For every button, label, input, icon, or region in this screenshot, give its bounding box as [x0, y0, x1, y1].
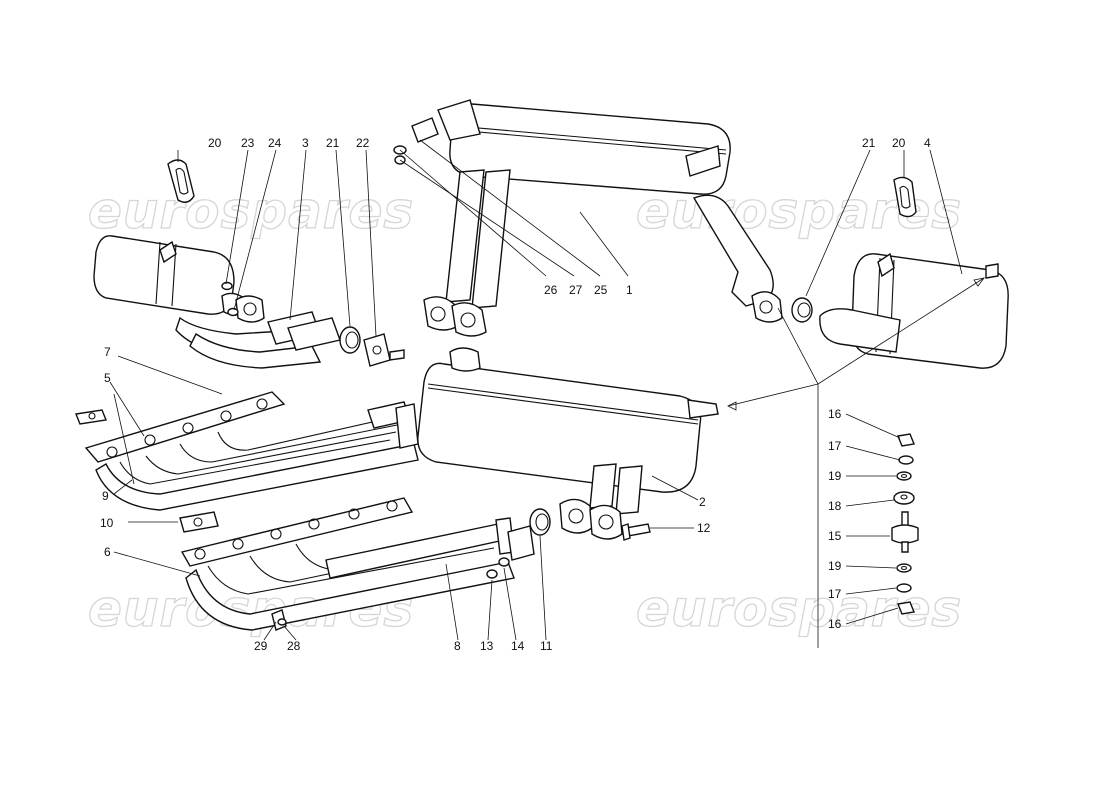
callout-23: 23 [241, 136, 255, 150]
mount-washer-19-bottom [896, 563, 912, 573]
mount-lockwasher-17-top [898, 455, 914, 465]
mount-washer-18 [893, 491, 915, 505]
washer-14 [498, 557, 510, 567]
callout-2: 2 [699, 495, 706, 509]
callout-1: 1 [626, 283, 633, 297]
nut-13 [486, 569, 498, 579]
callout-16: 16 [828, 617, 842, 631]
callout-15: 15 [828, 529, 842, 543]
rubber-mount-15 [891, 511, 919, 553]
callout-9: 9 [102, 489, 109, 503]
mount-washer-19-top [896, 471, 912, 481]
callout-17: 17 [828, 439, 842, 453]
mount-nut-16-top [897, 433, 915, 447]
callout-19: 19 [828, 559, 842, 573]
callout-6: 6 [104, 545, 111, 559]
callout-27: 27 [569, 283, 583, 297]
callout-26: 26 [544, 283, 558, 297]
callout-labels: 20 23 24 3 21 22 26 27 25 1 21 20 4 7 5 … [100, 136, 931, 653]
callout-20: 20 [892, 136, 906, 150]
callout-21: 21 [326, 136, 340, 150]
callout-22: 22 [356, 136, 370, 150]
callout-3: 3 [302, 136, 309, 150]
upper-exhaust-header [75, 391, 419, 511]
callout-21: 21 [862, 136, 876, 150]
callout-25: 25 [594, 283, 608, 297]
callout-4: 4 [924, 136, 931, 150]
leader-lines [109, 139, 985, 648]
upper-silencer [393, 99, 783, 337]
callout-17: 17 [828, 587, 842, 601]
callout-29: 29 [254, 639, 268, 653]
left-muffler-3 [93, 235, 341, 369]
lower-silencer [417, 347, 719, 540]
callout-18: 18 [828, 499, 842, 513]
callout-11: 11 [540, 639, 553, 653]
seal-ring-11 [529, 508, 551, 536]
mount-nut-16-bottom [897, 601, 915, 615]
callout-16: 16 [828, 407, 842, 421]
seal-ring-21-right [791, 297, 813, 323]
gasket-20-right [893, 176, 917, 218]
gasket-20-left [167, 159, 195, 203]
flange-22 [363, 333, 405, 367]
callout-24: 24 [268, 136, 282, 150]
lower-exhaust-header [179, 497, 535, 631]
callout-10: 10 [100, 516, 114, 530]
right-muffler-4 [819, 252, 1009, 369]
callout-12: 12 [697, 521, 711, 535]
callout-19: 19 [828, 469, 842, 483]
callout-14: 14 [511, 639, 525, 653]
callout-13: 13 [480, 639, 494, 653]
callout-7: 7 [104, 345, 111, 359]
callout-5: 5 [104, 371, 111, 385]
watermark-top-left: eurospares [88, 182, 414, 240]
mount-lockwasher-17-bottom [896, 583, 912, 593]
callout-8: 8 [454, 639, 461, 653]
bolt-12 [621, 523, 651, 541]
seal-ring-21-left [339, 326, 361, 354]
callout-20: 20 [208, 136, 222, 150]
callout-28: 28 [287, 639, 301, 653]
